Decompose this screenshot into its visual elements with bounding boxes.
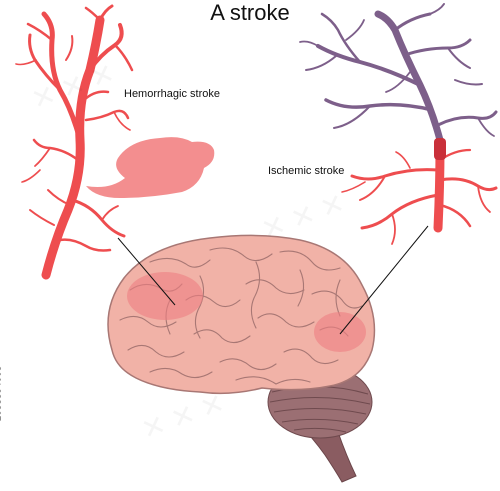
clot-icon bbox=[434, 138, 446, 160]
stock-id: 1033894003 bbox=[0, 365, 4, 422]
leader-line-hemorrhagic bbox=[117, 237, 176, 306]
vein-tree-right bbox=[299, 3, 498, 144]
ischemic-lesion bbox=[314, 312, 366, 352]
leader-line-ischemic bbox=[339, 225, 429, 335]
artery-tree-left bbox=[15, 4, 134, 280]
hemorrhagic-lesion bbox=[127, 272, 203, 320]
diagram-title: A stroke bbox=[210, 0, 290, 25]
label-ischemic-stroke: Ischemic stroke bbox=[268, 165, 345, 177]
artery-tree-right bbox=[341, 143, 498, 245]
blood-pool-icon bbox=[86, 137, 215, 198]
label-hemorrhagic-stroke: Hemorrhagic stroke bbox=[124, 88, 220, 100]
brain-illustration bbox=[107, 234, 376, 483]
